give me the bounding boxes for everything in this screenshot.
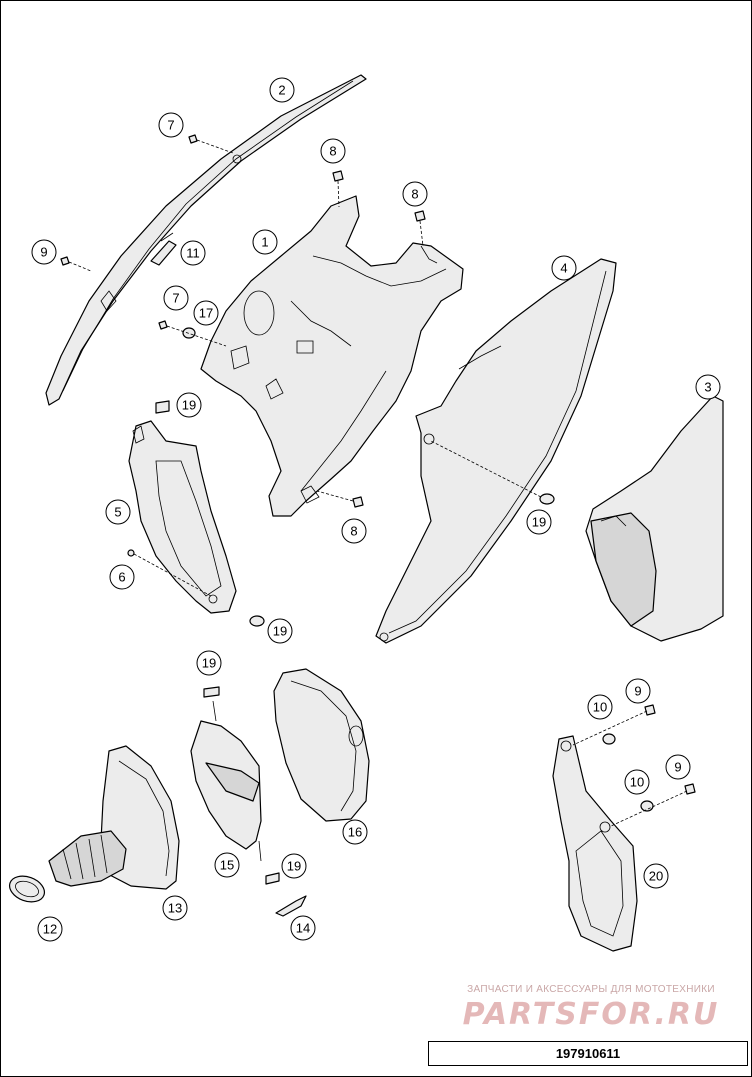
callouts: 1 2 3 4 5 6 7 7 8 8 8 9 9 9 10 10 11 12 … <box>31 77 721 942</box>
callout-5: 5 <box>105 499 131 525</box>
svg-text:10: 10 <box>593 700 607 715</box>
watermark-logo: PARTSFOR.RU <box>462 997 720 1032</box>
svg-text:10: 10 <box>630 775 644 790</box>
part-4-side-panel <box>375 258 617 644</box>
callout-4: 4 <box>551 255 577 281</box>
callout-13: 13 <box>162 895 188 921</box>
document-number-box: 197910611 <box>428 1041 748 1066</box>
callout-1: 1 <box>252 229 278 255</box>
callout-10-lower: 10 <box>624 769 650 795</box>
svg-text:3: 3 <box>704 380 711 395</box>
svg-text:6: 6 <box>118 570 125 585</box>
document-number: 197910611 <box>555 1046 621 1061</box>
svg-text:1: 1 <box>261 235 268 250</box>
callout-9-lower-right: 9 <box>665 754 691 780</box>
callout-11: 11 <box>180 240 206 266</box>
svg-text:19: 19 <box>287 859 301 874</box>
callout-19-filter-bottom: 19 <box>281 853 307 879</box>
svg-text:19: 19 <box>202 656 216 671</box>
callout-20: 20 <box>643 863 669 889</box>
svg-text:12: 12 <box>43 922 57 937</box>
svg-text:4: 4 <box>560 261 567 276</box>
callout-2: 2 <box>269 77 295 103</box>
callout-19-side-panel: 19 <box>526 509 552 535</box>
watermark: ЗАПЧАСТИ И АКСЕССУАРЫ ДЛЯ МОТОТЕХНИКИ PA… <box>441 984 741 1032</box>
svg-text:15: 15 <box>220 858 234 873</box>
svg-text:9: 9 <box>40 245 47 260</box>
svg-text:9: 9 <box>674 760 681 775</box>
part-2-rail <box>45 74 367 406</box>
svg-text:14: 14 <box>296 921 310 936</box>
callout-19-frame-bottom: 19 <box>267 618 293 644</box>
callout-8-right: 8 <box>402 181 428 207</box>
callout-19-frame-top: 19 <box>176 392 202 418</box>
part-12-clamp <box>8 875 46 903</box>
svg-text:13: 13 <box>168 901 182 916</box>
svg-text:20: 20 <box>649 869 663 884</box>
callout-15: 15 <box>214 852 240 878</box>
part-11-clip <box>150 240 177 266</box>
svg-text:2: 2 <box>278 83 285 98</box>
part-14-clip <box>275 895 307 917</box>
callout-10-upper: 10 <box>587 694 613 720</box>
part-3-rear-panel <box>585 395 724 642</box>
callout-8-bottom: 8 <box>341 518 367 544</box>
callout-8-top: 8 <box>320 138 346 164</box>
part-15-filter <box>190 700 262 862</box>
svg-text:19: 19 <box>182 398 196 413</box>
callout-7-mid: 7 <box>163 285 189 311</box>
watermark-tagline: ЗАПЧАСТИ И АКСЕССУАРЫ ДЛЯ МОТОТЕХНИКИ <box>467 984 715 995</box>
svg-text:17: 17 <box>199 306 213 321</box>
callout-9-left: 9 <box>31 239 57 265</box>
callout-7-top: 7 <box>158 112 184 138</box>
svg-text:7: 7 <box>167 118 174 133</box>
callout-12: 12 <box>37 916 63 942</box>
svg-text:7: 7 <box>172 291 179 306</box>
callout-6: 6 <box>109 564 135 590</box>
svg-text:5: 5 <box>114 505 121 520</box>
part-13-air-boot <box>48 745 180 890</box>
part-16-filter-cover <box>273 668 370 822</box>
hardware <box>60 134 696 885</box>
callout-17: 17 <box>193 300 219 326</box>
part-1-airbox <box>200 195 464 517</box>
svg-text:8: 8 <box>329 144 336 159</box>
part-20-bracket <box>552 735 638 952</box>
svg-text:16: 16 <box>348 825 362 840</box>
callout-9-upper-right: 9 <box>625 678 651 704</box>
part-5-filter-frame <box>128 420 237 614</box>
callout-3: 3 <box>695 374 721 400</box>
callout-16: 16 <box>342 819 368 845</box>
callout-14: 14 <box>290 915 316 941</box>
svg-text:19: 19 <box>532 515 546 530</box>
svg-text:8: 8 <box>411 187 418 202</box>
svg-text:8: 8 <box>350 524 357 539</box>
svg-text:19: 19 <box>273 624 287 639</box>
svg-text:9: 9 <box>634 684 641 699</box>
svg-text:11: 11 <box>186 246 200 261</box>
callout-19-filter-top: 19 <box>196 650 222 676</box>
